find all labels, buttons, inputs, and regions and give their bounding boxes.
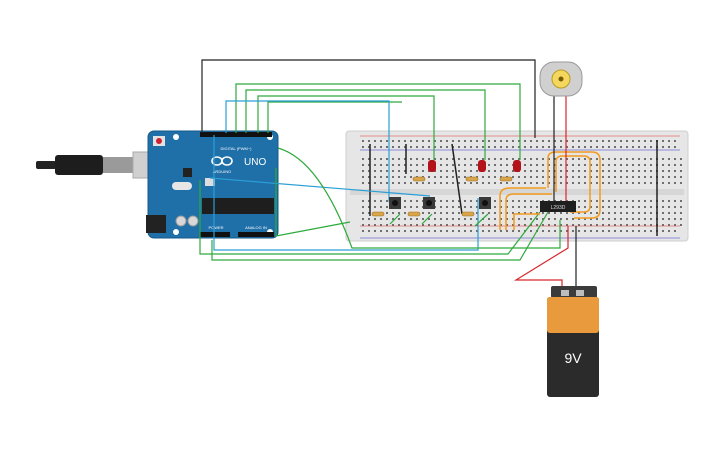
power-header-label: POWER (208, 225, 223, 230)
dc-motor-icon (539, 61, 583, 97)
breadboard (345, 130, 689, 242)
pushbutton-icon (389, 197, 491, 209)
orange-wires (499, 151, 601, 230)
motor-driver-chip: L293D (540, 201, 576, 212)
arduino-uno-board: DIGITAL (PWM~) UNO ARDUINO POWER ANALOG … (146, 130, 279, 239)
driver-wires (553, 94, 567, 201)
analog-header-label: ANALOG IN (245, 225, 267, 230)
breadboard-jumpers (369, 140, 658, 236)
arduino-infinity-logo-icon (211, 156, 233, 166)
driver-chip-label: L293D (551, 205, 566, 211)
board-model-label: UNO (244, 157, 266, 168)
battery-voltage-label: 9V (564, 350, 582, 366)
resistor-icon (371, 176, 513, 217)
battery-9v: 9V (547, 286, 599, 397)
wires (199, 59, 561, 261)
brand-label: ARDUINO (213, 169, 231, 174)
led-icon (428, 160, 521, 172)
digital-header-label: DIGITAL (PWM~) (221, 146, 253, 151)
usb-cable-icon (36, 151, 164, 179)
battery-wires (513, 226, 577, 290)
